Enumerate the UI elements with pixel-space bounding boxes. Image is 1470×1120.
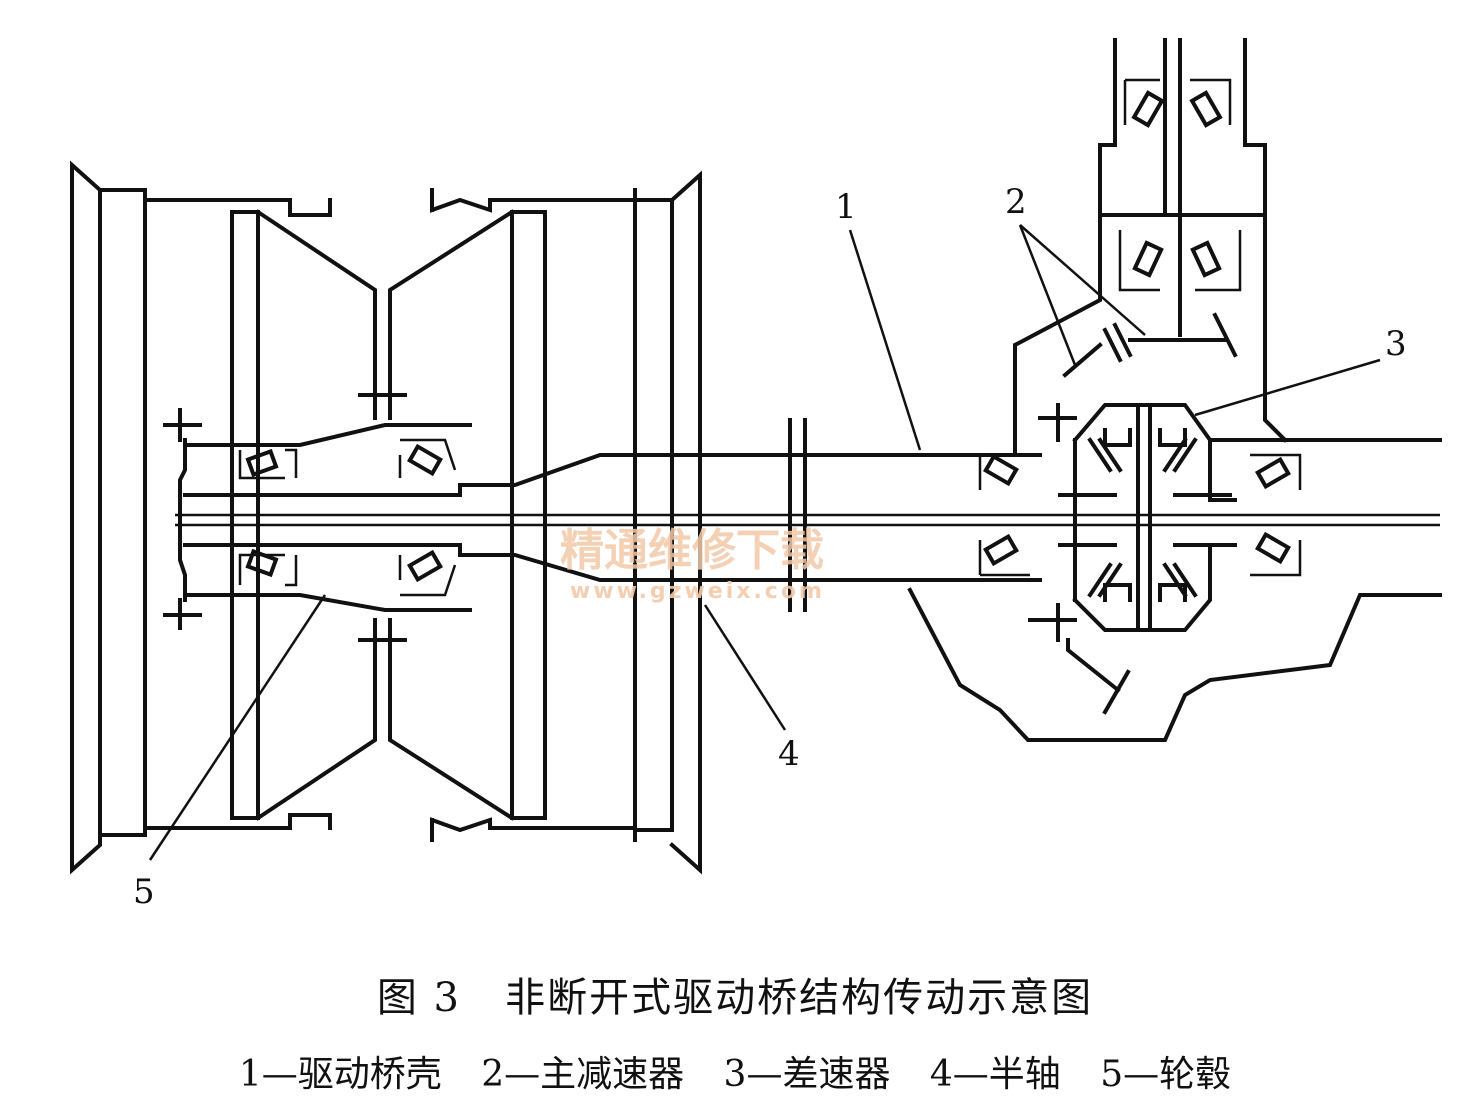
callout-5: 5	[133, 872, 155, 912]
callout-1: 1	[835, 187, 857, 227]
callout-4: 4	[778, 734, 800, 774]
leader-lines	[148, 224, 1381, 861]
wheel-hub	[163, 373, 472, 667]
callout-2: 2	[1005, 182, 1027, 222]
figure-number: 图 3	[376, 975, 461, 1021]
hub-bearings	[238, 438, 457, 597]
legend-item: 2—主减速器	[481, 1054, 685, 1095]
main-reducer	[1013, 38, 1288, 715]
callout-3: 3	[1385, 324, 1407, 364]
legend-item: 3—差速器	[723, 1054, 891, 1095]
figure-caption: 图 3 非断开式驱动桥结构传动示意图	[0, 965, 1470, 1023]
differential-bearings	[978, 453, 1302, 577]
figure-title: 非断开式驱动桥结构传动示意图	[505, 975, 1094, 1021]
legend-item: 1—驱动桥壳	[238, 1054, 442, 1095]
watermark-url: www.gzweix.com	[570, 579, 825, 604]
legend-item: 4—半轴	[929, 1054, 1061, 1095]
differential	[1058, 403, 1237, 632]
half-shaft	[175, 418, 1442, 742]
wheel-assembly	[70, 160, 702, 875]
figure-legend: 1—驱动桥壳 2—主减速器 3—差速器 4—半轴 5—轮毂	[0, 1045, 1470, 1097]
legend-item: 5—轮毂	[1100, 1054, 1232, 1095]
watermark-text: 精通维修下载	[560, 525, 824, 576]
